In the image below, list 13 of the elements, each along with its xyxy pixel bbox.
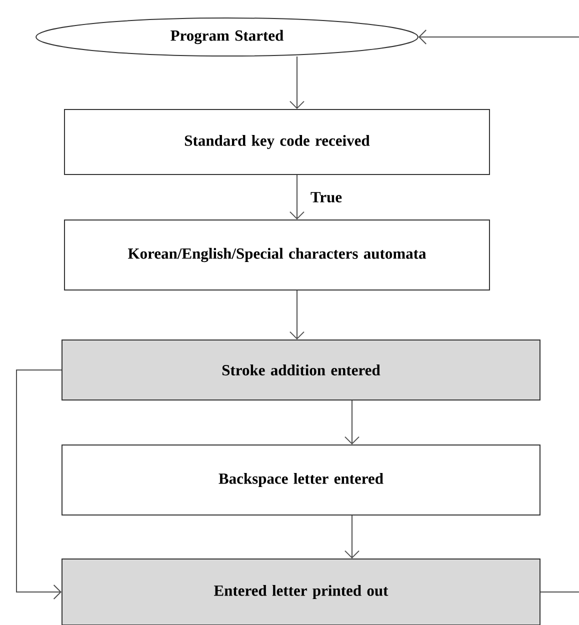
arrow	[290, 56, 304, 110]
arrow	[290, 290, 304, 340]
process-box: Entered letter printed out	[62, 558, 540, 625]
process-box: Korean/English/Special characters automata	[64, 220, 490, 290]
arrow	[344, 400, 360, 444]
process-box: Stroke addition entered	[62, 340, 540, 400]
process-box: Standard key code received	[64, 109, 490, 175]
process-box: Backspace letter entered	[62, 444, 540, 516]
arrow	[290, 174, 304, 220]
arrow	[418, 30, 579, 44]
loop-arrow	[16, 370, 62, 600]
arrow	[344, 515, 360, 558]
edge-label: True	[310, 192, 342, 202]
